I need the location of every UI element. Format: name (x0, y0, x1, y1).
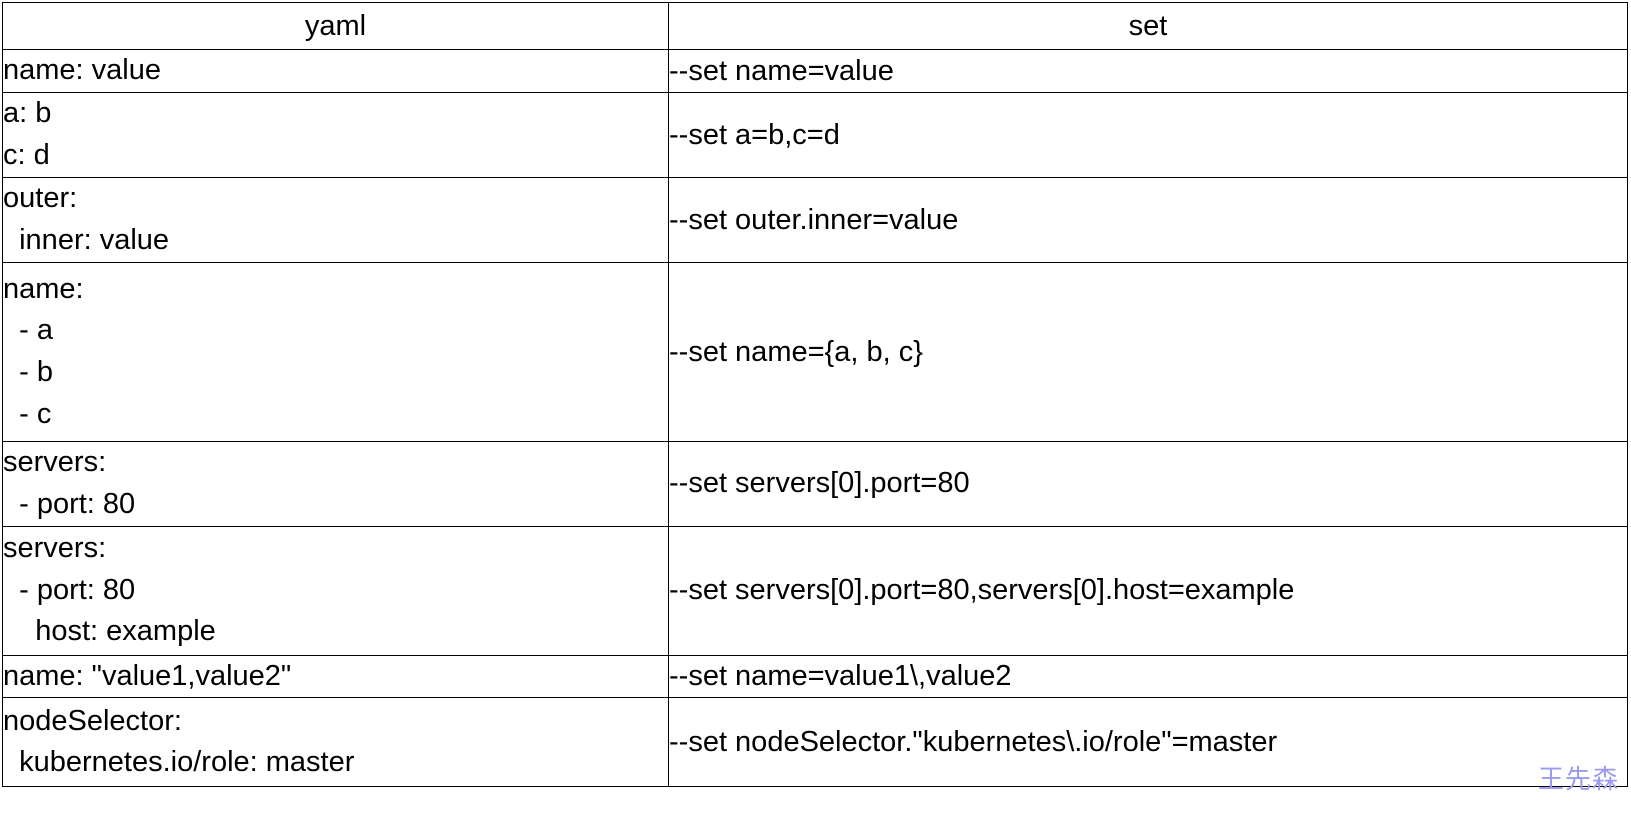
table-row: outer: inner: value --set outer.inner=va… (2, 177, 1628, 263)
cell-yaml: name: - a - b - c (2, 262, 669, 442)
cell-yaml: name: value (2, 49, 669, 93)
yaml-to-set-table: yaml set name: value --set name=value a:… (2, 2, 1628, 788)
column-header-set: set (668, 2, 1628, 50)
syntax-table-container: yaml set name: value --set name=value a:… (2, 2, 1628, 792)
table-row: nodeSelector: kubernetes.io/role: master… (2, 697, 1628, 788)
table-row: name: "value1,value2" --set name=value1\… (2, 654, 1628, 699)
cell-yaml: a: b c: d (2, 92, 669, 178)
table-row: a: b c: d --set a=b,c=d (2, 92, 1628, 178)
cell-set: --set name=value (668, 49, 1628, 93)
table-header-row: yaml set (2, 2, 1628, 50)
table-row: servers: - port: 80 --set servers[0].por… (2, 441, 1628, 527)
cell-set: --set name=value1\,value2 (668, 654, 1628, 699)
table-header: yaml set (2, 2, 1628, 50)
watermark: 王先森 (1537, 765, 1619, 795)
table-row: servers: - port: 80 host: example --set … (2, 525, 1628, 656)
cell-set: --set servers[0].port=80 (668, 441, 1628, 527)
cell-yaml: servers: - port: 80 host: example (2, 525, 669, 656)
cell-yaml: outer: inner: value (2, 177, 669, 263)
cell-set: --set a=b,c=d (668, 92, 1628, 178)
cell-set: --set outer.inner=value (668, 177, 1628, 263)
cell-set: --set nodeSelector."kubernetes\.io/role"… (668, 697, 1628, 788)
cell-yaml: nodeSelector: kubernetes.io/role: master (2, 697, 669, 788)
table-body: name: value --set name=value a: b c: d -… (2, 49, 1628, 788)
column-header-yaml: yaml (2, 2, 669, 50)
cell-set: --set name={a, b, c} (668, 262, 1628, 442)
cell-yaml: name: "value1,value2" (2, 654, 669, 699)
cell-yaml: servers: - port: 80 (2, 441, 669, 527)
table-row: name: - a - b - c --set name={a, b, c} (2, 262, 1628, 442)
table-row: name: value --set name=value (2, 49, 1628, 93)
cell-set: --set servers[0].port=80,servers[0].host… (668, 525, 1628, 656)
